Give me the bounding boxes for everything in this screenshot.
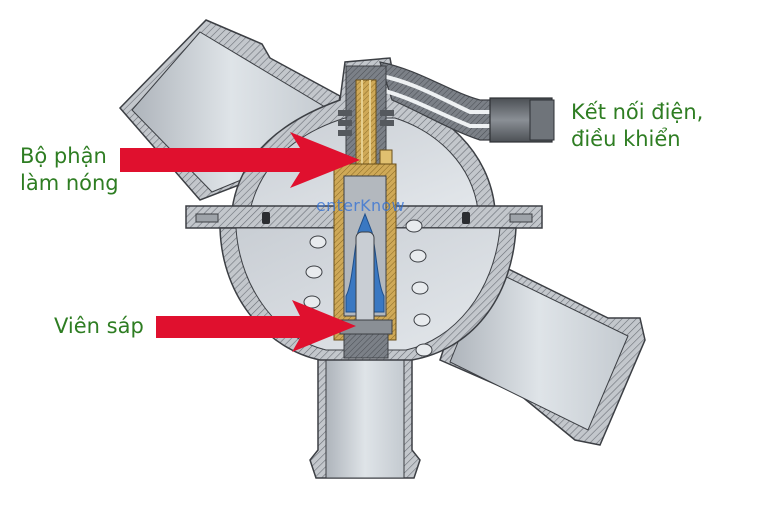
watermark: enterKnow — [316, 196, 405, 215]
label-heating-element-line2: làm nóng — [20, 171, 119, 195]
electrical-connector — [371, 61, 555, 143]
label-heating-element: Bộ phận làm nóng — [20, 143, 119, 197]
arrow-heating-element — [120, 132, 360, 188]
label-wax-pellet: Viên sáp — [54, 314, 144, 338]
arrow-wax-pellet — [156, 300, 356, 352]
bottom-pipe — [309, 349, 421, 479]
label-electrical-connection: Kết nối điện, điều khiển — [571, 99, 703, 153]
spring — [262, 212, 470, 357]
label-heating-element-line1: Bộ phận — [20, 144, 107, 168]
label-electrical-connection-line2: điều khiển — [571, 127, 681, 151]
thermostat-element — [333, 65, 397, 359]
label-electrical-connection-line1: Kết nối điện, — [571, 100, 704, 124]
